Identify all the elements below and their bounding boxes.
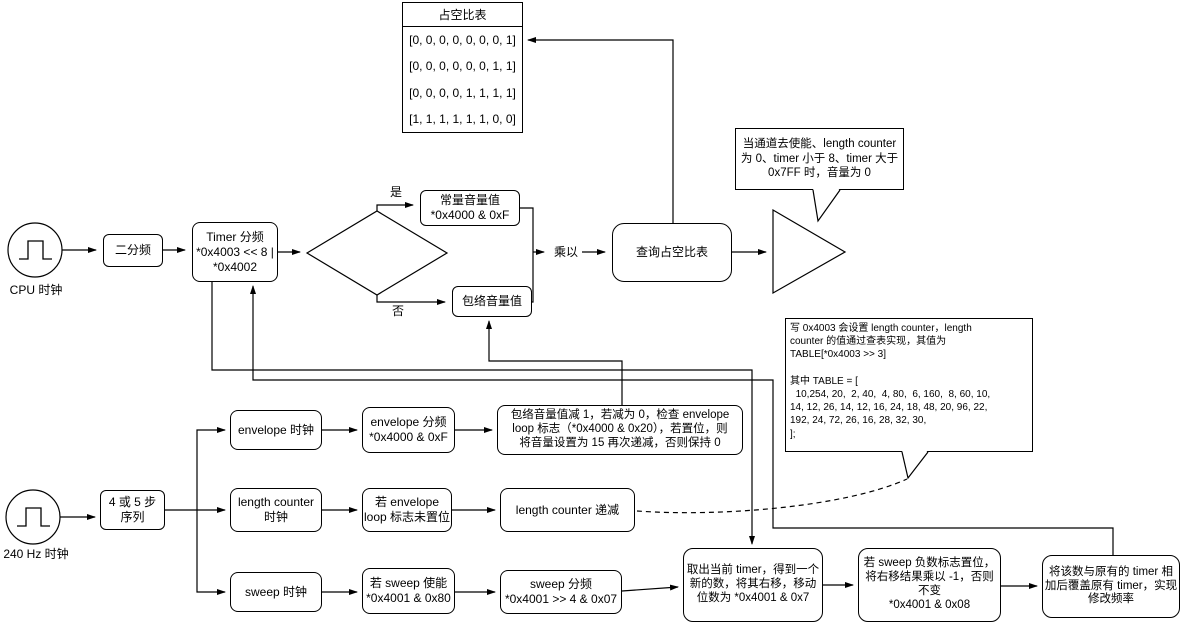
yes-label: 是	[389, 185, 402, 199]
length-decrement-node[interactable]: length counter 递减	[500, 488, 635, 532]
sweep-shift-label: 取出当前 timer，得到一个 新的数，将其右移，移动 位数为 *0x4001 …	[686, 564, 820, 604]
length-table-note-callout[interactable]: 写 0x4003 会设置 length counter，length count…	[785, 318, 1033, 452]
mute-condition-text: 当通道去使能、length counter 为 0、timer 小于 8、tim…	[740, 137, 899, 180]
sweep-apply-label: 将该数与原有的 timer 相 加后覆盖原有 timer，实现 修改频率	[1044, 565, 1178, 606]
duty-cycle-table-rows: [0, 0, 0, 0, 0, 0, 0, 1] [0, 0, 0, 0, 0,…	[403, 27, 522, 132]
envelope-volume-node[interactable]: 包络音量值	[452, 286, 532, 317]
output-volume-label: 输出音量	[777, 245, 826, 259]
sweep-negate-node[interactable]: 若 sweep 负数标志置位， 将右移结果乘以 -1，否则 不变 *0x4001…	[858, 548, 1001, 622]
sweep-enable-label: 若 sweep 使能 *0x4001 & 0x80	[366, 576, 451, 605]
sweep-clock-label: sweep 时钟	[244, 584, 308, 599]
constant-volume-node[interactable]: 常量音量值 *0x4000 & 0xF	[420, 190, 520, 226]
arrow-yes-branch	[376, 202, 414, 211]
envelope-volume-label: 包络音量值	[461, 294, 522, 308]
dashed-link-length-note	[636, 478, 908, 514]
divide-by-two-node[interactable]: 二分频	[103, 234, 163, 267]
sweep-clock-node[interactable]: sweep 时钟	[230, 572, 322, 612]
mute-condition-callout[interactable]: 当通道去使能、length counter 为 0、timer 小于 8、tim…	[735, 128, 904, 190]
multiply-label: 乘以	[553, 245, 578, 259]
cpu-clock-label: CPU 时钟	[9, 283, 63, 297]
arrow-sweepdiv-to-shift	[621, 584, 679, 592]
timer-divider-node[interactable]: Timer 分频 *0x4003 << 8 | *0x4002	[192, 222, 278, 282]
constant-volume-question-label: 是否设置常量音量 *0x4000 & 0x10	[328, 238, 425, 267]
no-label: 否	[391, 304, 404, 318]
envelope-decrement-label: 包络音量值减 1，若减为 0，检查 envelope loop 标志（*0x40…	[510, 409, 730, 449]
arrow-no-branch	[376, 295, 446, 305]
divide-by-two-label: 二分频	[114, 243, 151, 257]
arrow-envelope-feedback	[486, 320, 623, 405]
sweep-negate-label: 若 sweep 负数标志置位， 将右移结果乘以 -1，否则 不变 *0x4001…	[863, 557, 996, 611]
constant-volume-label: 常量音量值 *0x4000 & 0xF	[430, 193, 510, 222]
cpu-clock-shape[interactable]	[7, 222, 63, 278]
step-sequence-label: 4 或 5 步 序列	[108, 495, 157, 524]
duty-row-2: [0, 0, 0, 0, 1, 1, 1, 1]	[409, 85, 516, 100]
lookup-duty-node[interactable]: 查询占空比表	[612, 223, 732, 282]
arrow-to-envelope-clock	[196, 427, 226, 510]
duty-row-3: [1, 1, 1, 1, 1, 1, 0, 0]	[409, 111, 516, 126]
length-condition-node[interactable]: 若 envelope loop 标志未置位	[362, 488, 452, 532]
pulse-wave-icon	[17, 507, 50, 527]
mute-callout-tail	[812, 188, 841, 223]
pulse-wave-icon	[19, 240, 52, 260]
duty-row-0: [0, 0, 0, 0, 0, 0, 0, 1]	[409, 33, 516, 48]
arrow-lookup-to-duty-table	[527, 37, 674, 223]
length-condition-label: 若 envelope loop 标志未置位	[363, 495, 451, 524]
step-sequence-node[interactable]: 4 或 5 步 序列	[100, 490, 165, 530]
arrow-to-sweep-clock	[196, 510, 226, 595]
sweep-apply-node[interactable]: 将该数与原有的 timer 相 加后覆盖原有 timer，实现 修改频率	[1042, 555, 1180, 618]
lookup-duty-label: 查询占空比表	[635, 245, 708, 259]
length-decrement-label: length counter 递减	[515, 502, 620, 517]
envelope-divider-node[interactable]: envelope 分频 *0x4000 & 0xF	[362, 407, 455, 453]
note-callout-tail	[901, 450, 929, 480]
sweep-shift-node[interactable]: 取出当前 timer，得到一个 新的数，将其右移，移动 位数为 *0x4001 …	[683, 548, 823, 622]
clock-240-label: 240 Hz 时钟	[3, 547, 69, 561]
envelope-clock-node[interactable]: envelope 时钟	[230, 410, 322, 450]
duty-row-1: [0, 0, 0, 0, 0, 0, 1, 1]	[409, 59, 516, 74]
length-clock-label: length counter 时钟	[237, 495, 315, 524]
envelope-clock-label: envelope 时钟	[237, 422, 315, 437]
timer-divider-label: Timer 分频 *0x4003 << 8 | *0x4002	[196, 229, 274, 274]
sweep-enable-node[interactable]: 若 sweep 使能 *0x4001 & 0x80	[362, 568, 455, 614]
sweep-divider-label: sweep 分频 *0x4001 >> 4 & 0x07	[504, 577, 618, 606]
envelope-decrement-node[interactable]: 包络音量值减 1，若减为 0，检查 envelope loop 标志（*0x40…	[497, 405, 743, 455]
envelope-divider-label: envelope 分频 *0x4000 & 0xF	[369, 415, 448, 444]
length-clock-node[interactable]: length counter 时钟	[230, 488, 322, 532]
sweep-divider-node[interactable]: sweep 分频 *0x4001 >> 4 & 0x07	[500, 570, 622, 614]
duty-cycle-table[interactable]: 占空比表 [0, 0, 0, 0, 0, 0, 0, 1] [0, 0, 0, …	[402, 2, 523, 133]
clock-240-shape[interactable]	[5, 489, 61, 545]
duty-cycle-table-title: 占空比表	[403, 3, 522, 27]
length-table-note-text: 写 0x4003 会设置 length counter，length count…	[790, 323, 991, 440]
